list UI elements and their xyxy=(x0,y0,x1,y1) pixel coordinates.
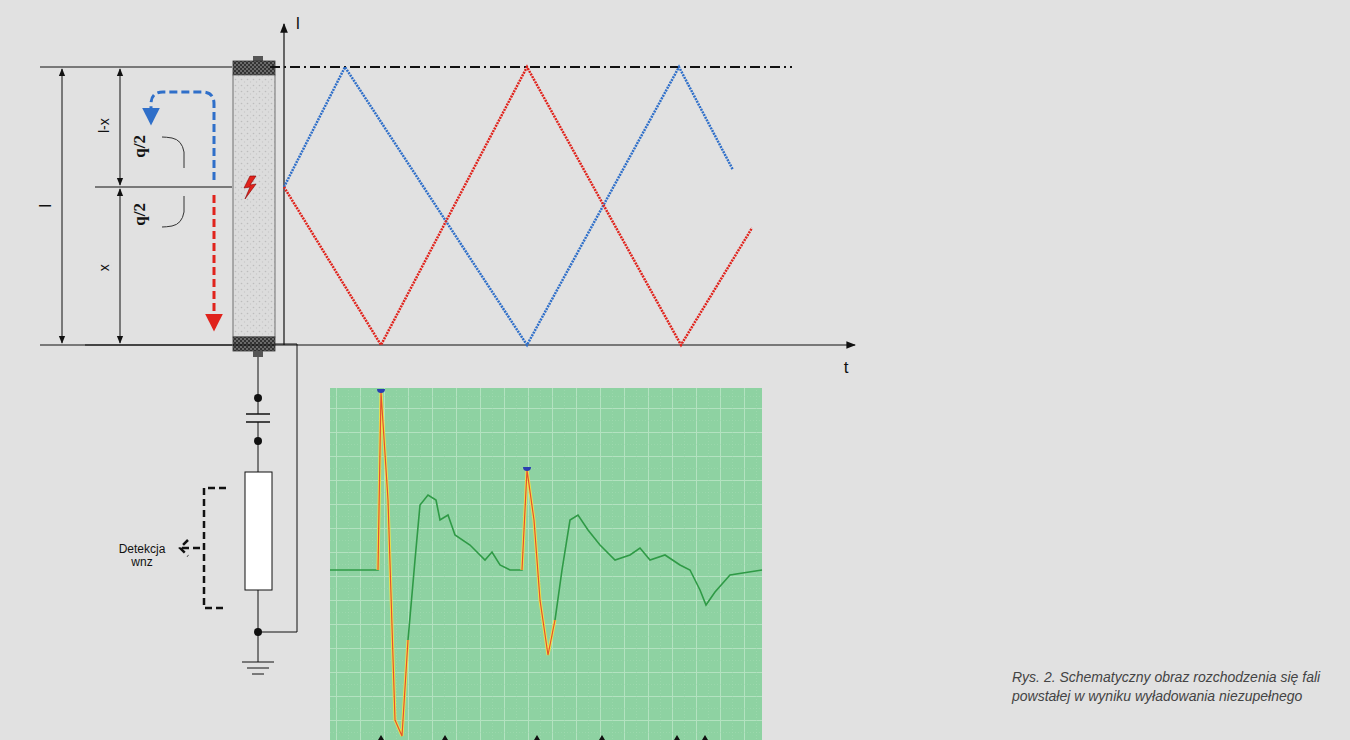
extension-lines xyxy=(40,67,232,345)
dimension-label: l-x xyxy=(96,117,111,136)
measuring-circuit xyxy=(242,344,297,674)
insulation-body xyxy=(233,75,275,337)
top-cap xyxy=(233,61,275,75)
bottom-terminal xyxy=(253,351,263,357)
oscilloscope-trace xyxy=(330,392,762,736)
peak-markers xyxy=(377,389,531,471)
dimension-label: x xyxy=(96,262,111,273)
pulse-highlight xyxy=(378,392,555,736)
pulse-glyph xyxy=(162,196,184,227)
charge-label: q/2 xyxy=(131,201,150,228)
downward-wave-path xyxy=(284,67,752,345)
pulse-highlight xyxy=(378,392,555,736)
axis-label: t xyxy=(842,359,851,378)
circuit-nodes xyxy=(254,394,262,636)
pulse-glyph xyxy=(162,137,184,168)
screen-ticks xyxy=(378,735,708,740)
discharge-symbol xyxy=(244,176,256,199)
time-axis xyxy=(85,344,855,345)
oscilloscope-screen xyxy=(330,388,762,740)
upward-wave-arrow xyxy=(151,92,214,180)
downward-wave-arrow xyxy=(213,195,216,328)
bottom-cap xyxy=(233,337,275,351)
dimension-lines xyxy=(62,69,120,343)
axis-label: l xyxy=(294,15,302,34)
figure-caption: Rys. 2. Schematyczny obraz rozchodzenia … xyxy=(1012,668,1337,706)
charge-label: q/2 xyxy=(131,133,150,160)
detection-label: Detekcja wnz xyxy=(105,543,179,569)
cable-end-line xyxy=(270,66,792,68)
detection-bracket xyxy=(180,488,226,608)
dimension-label: l xyxy=(37,202,55,210)
length-axis xyxy=(283,24,284,345)
upward-wave-path xyxy=(284,67,733,345)
